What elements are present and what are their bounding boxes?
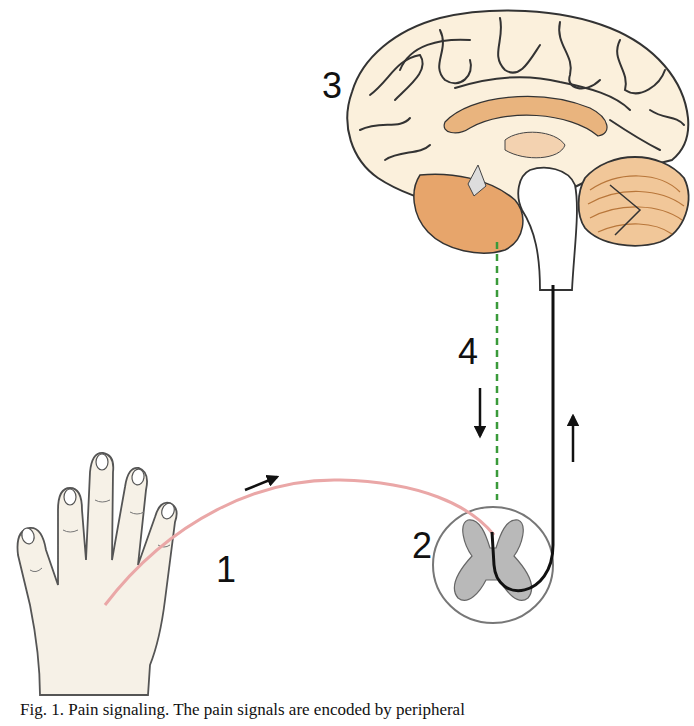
callout-number: 1 [216, 552, 236, 588]
callout-number: 3 [322, 68, 342, 104]
direction-arrow [245, 477, 277, 490]
temporal-lobe [414, 174, 523, 253]
callout-number: 4 [458, 334, 478, 370]
descending-pathway [496, 242, 499, 500]
figure-caption: Fig. 1. Pain signaling. The pain signals… [20, 700, 688, 720]
sulci [360, 18, 684, 160]
pituitary [468, 165, 486, 196]
callout-number: 2 [412, 528, 432, 564]
ascending-pathway [492, 285, 553, 591]
brainstem [518, 168, 577, 290]
corpus-callosum [444, 97, 607, 136]
direction-arrow [572, 416, 575, 462]
direction-arrow [479, 388, 482, 436]
cerebellum [579, 157, 689, 246]
brain [347, 11, 688, 290]
cerebellum-folia [588, 176, 684, 235]
thalamus [505, 132, 565, 158]
hand [18, 453, 177, 695]
peripheral-nerve [105, 480, 494, 605]
